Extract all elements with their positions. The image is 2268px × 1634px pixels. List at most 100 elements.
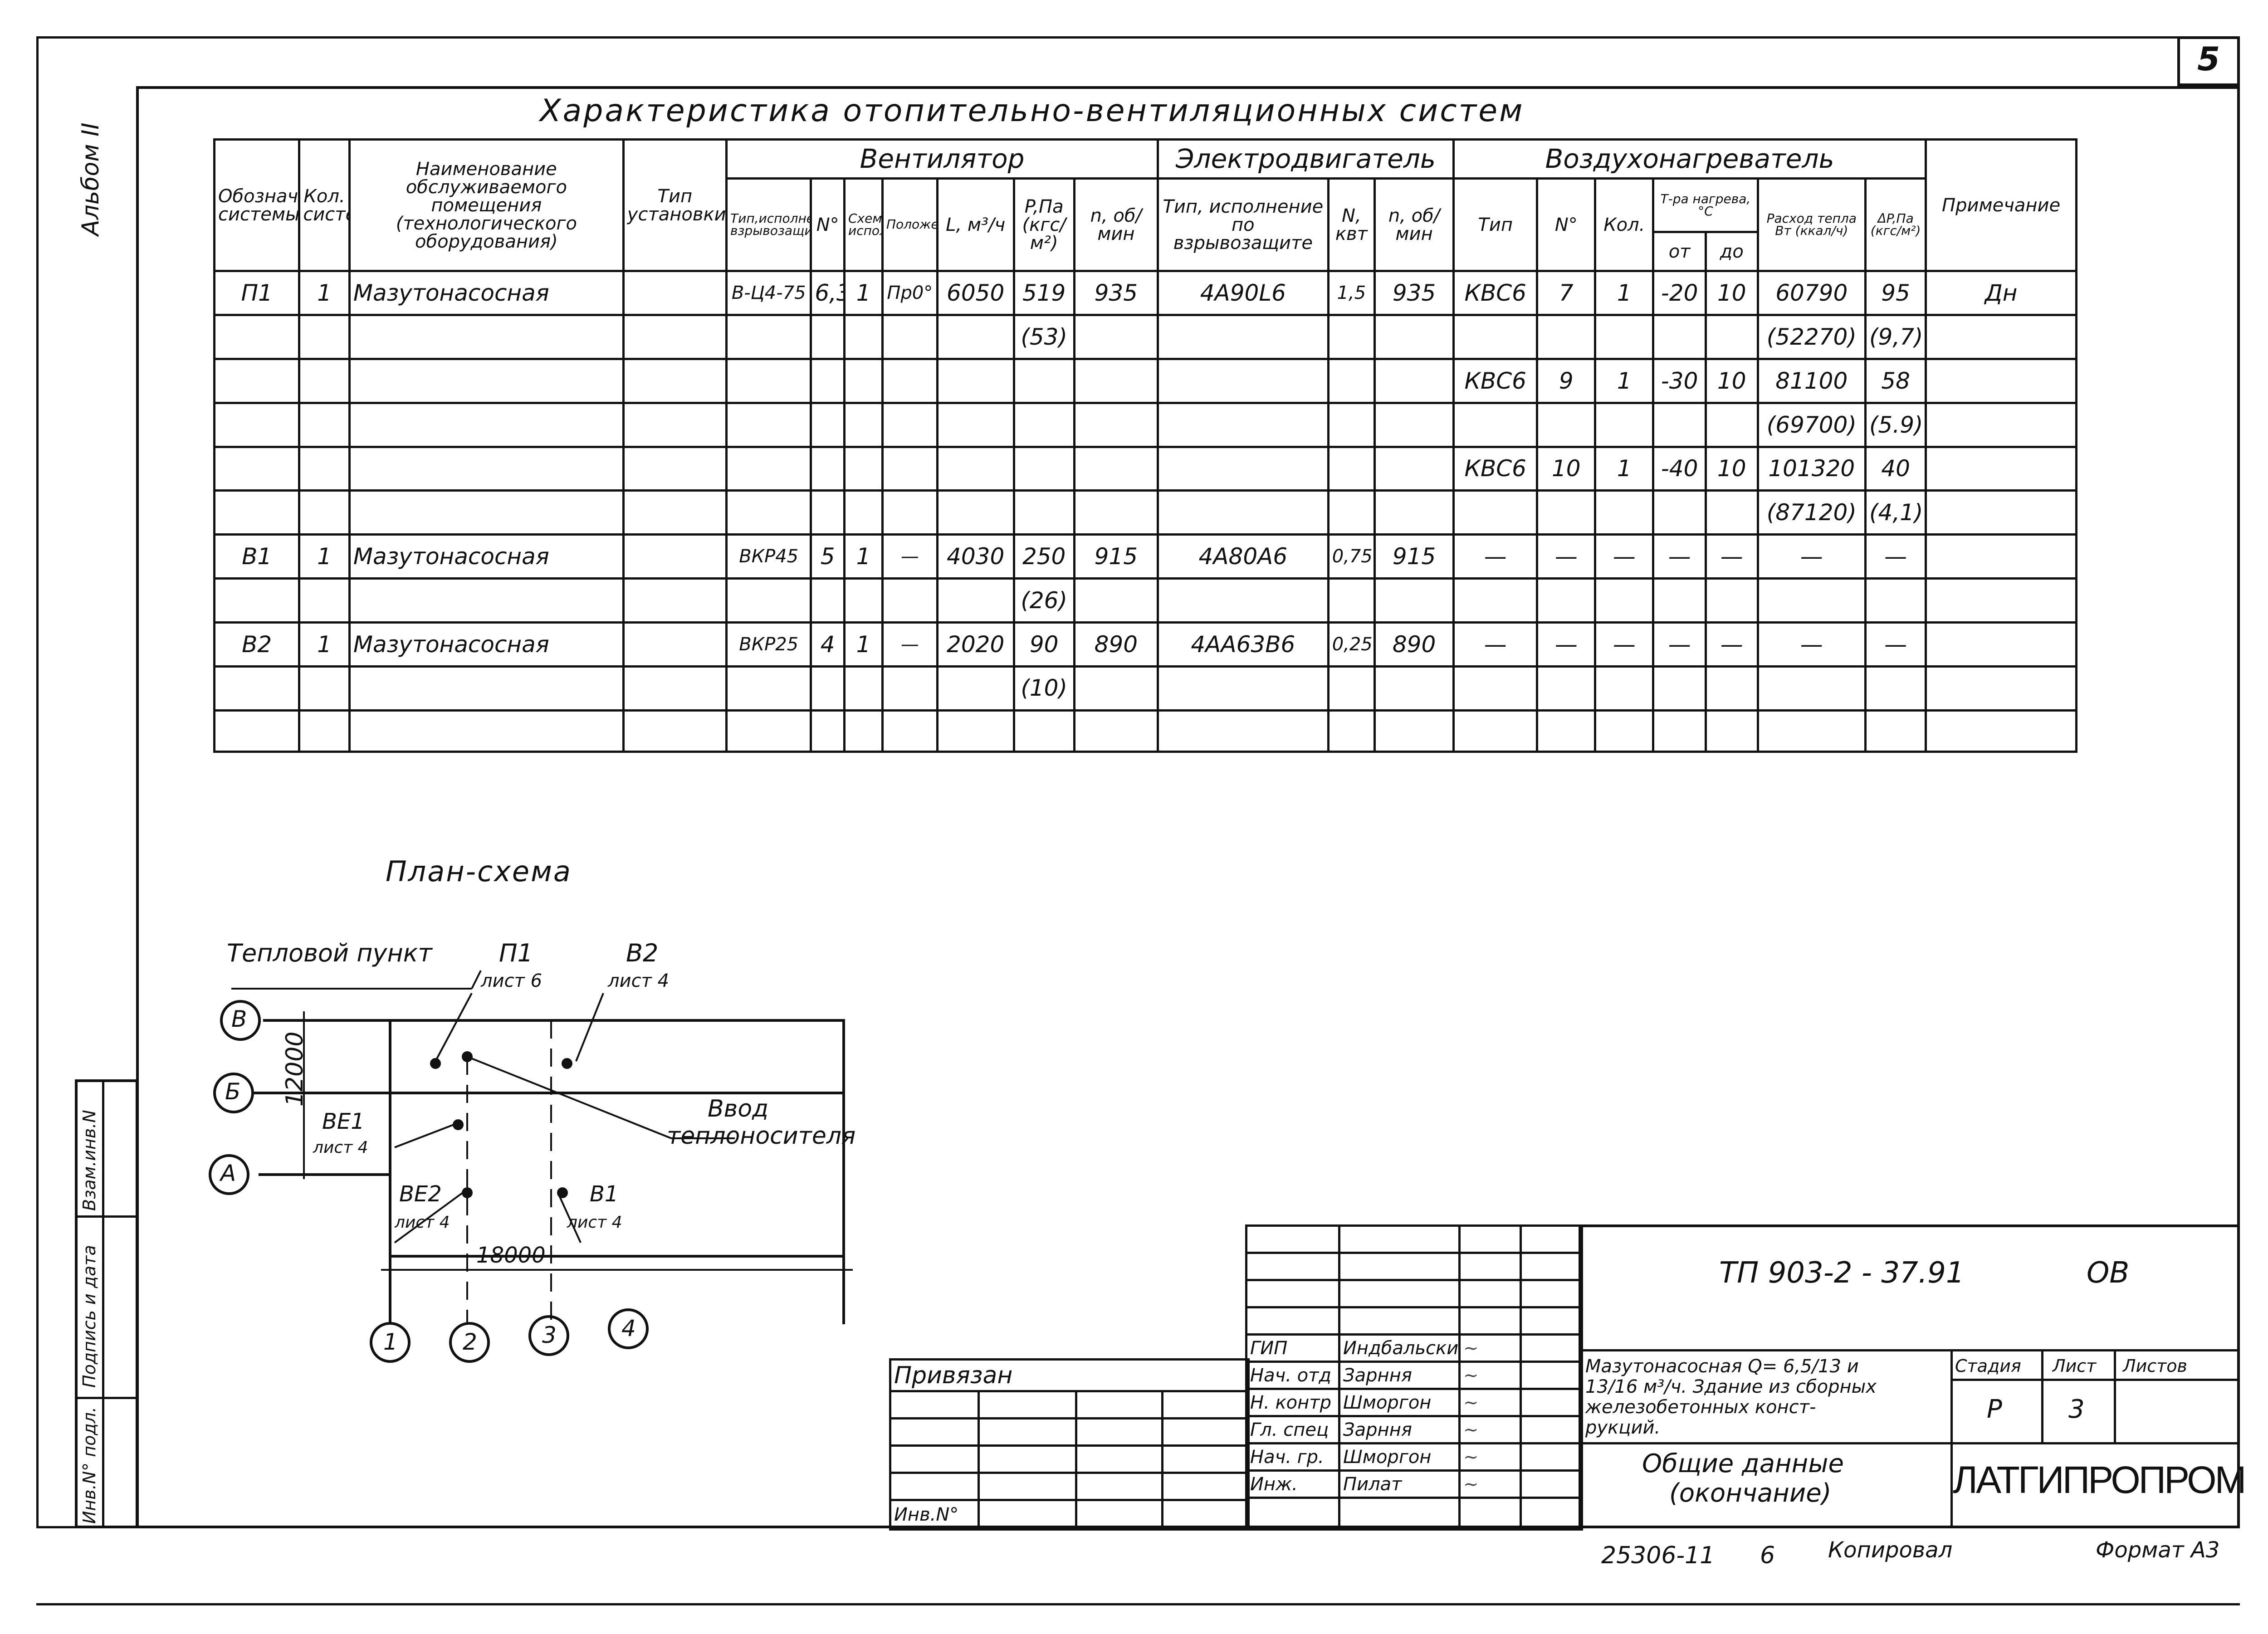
role-5: Инж. bbox=[1245, 1469, 1340, 1499]
cell-fan-n: 890 bbox=[1073, 621, 1159, 668]
cell-qty bbox=[298, 709, 351, 753]
cell-heat-flow: 101320 bbox=[1756, 445, 1867, 492]
left-strip-swap: Взам.инв.N bbox=[79, 1110, 99, 1211]
cell-name bbox=[348, 358, 625, 404]
cell-fan-type bbox=[725, 709, 812, 753]
cell-designation bbox=[213, 577, 301, 624]
b1-leader bbox=[557, 1192, 582, 1243]
hdr-heater-qty: Кол. bbox=[1594, 177, 1655, 273]
cell-heat-flow: 60790 bbox=[1756, 270, 1867, 317]
cell-fan-n bbox=[1073, 577, 1159, 624]
cell-note bbox=[1925, 533, 2077, 580]
cell-heater-no bbox=[1536, 709, 1597, 753]
left-strip bbox=[75, 1079, 138, 1528]
cell-motor-n bbox=[1374, 401, 1455, 448]
label-b1: В1 bbox=[590, 1181, 619, 1207]
cell-heat-flow: (52270) bbox=[1756, 314, 1867, 361]
cell-heater-type: КВС6 bbox=[1452, 358, 1539, 404]
cell-fan-no bbox=[810, 665, 846, 712]
cell-fan-scheme bbox=[843, 445, 884, 492]
cell-temp-to bbox=[1704, 709, 1759, 753]
dim-vertical: 12000 bbox=[281, 1031, 308, 1107]
cell-install-type bbox=[622, 665, 728, 712]
album-label: Альбом II bbox=[77, 122, 104, 236]
archive-no: 25306-11 bbox=[1601, 1542, 1715, 1569]
cell-heater-qty bbox=[1594, 401, 1655, 448]
cell-heater-qty bbox=[1594, 314, 1655, 361]
cell-heater-no bbox=[1536, 314, 1597, 361]
cell-fan-L bbox=[936, 489, 1015, 536]
cell-fan-n: 935 bbox=[1073, 270, 1159, 317]
role-2: Н. контр bbox=[1245, 1388, 1340, 1417]
cell-heater-no bbox=[1536, 401, 1597, 448]
hdr-qty: Кол. систем bbox=[298, 138, 351, 273]
axis-2-label: 2 bbox=[463, 1329, 477, 1355]
cell-fan-n bbox=[1073, 358, 1159, 404]
hdr-temp-to: до bbox=[1704, 231, 1759, 273]
cell-temp-to bbox=[1704, 401, 1759, 448]
cell-motor-type: 4АА63В6 bbox=[1157, 621, 1330, 668]
cell-fan-type: ВКР25 bbox=[725, 621, 812, 668]
cell-heater-type bbox=[1452, 577, 1539, 624]
hdr-fan-L: L, м³/ч bbox=[936, 177, 1015, 273]
cell-fan-P: (53) bbox=[1012, 314, 1075, 361]
cell-fan-P: 519 bbox=[1012, 270, 1075, 317]
cell-temp-from bbox=[1652, 577, 1707, 624]
cell-fan-pos: — bbox=[881, 533, 938, 580]
archive-sheet: 6 bbox=[1760, 1542, 1775, 1569]
hdr-heater-type: Тип bbox=[1452, 177, 1539, 273]
cell-motor-N bbox=[1327, 577, 1376, 624]
axis-1-bubble bbox=[370, 1322, 411, 1363]
cell-designation bbox=[213, 314, 301, 361]
cell-fan-P bbox=[1012, 358, 1075, 404]
cell-heater-type: КВС6 bbox=[1452, 270, 1539, 317]
cell-name bbox=[348, 401, 625, 448]
cell-fan-no bbox=[810, 489, 846, 536]
table-row: (69700)(5.9) bbox=[213, 401, 2077, 448]
cell-dp: (4,1) bbox=[1864, 489, 1927, 536]
cell-heater-type: — bbox=[1452, 621, 1539, 668]
role-1-name: Зарння bbox=[1338, 1361, 1461, 1390]
be1-leader bbox=[394, 1124, 454, 1148]
tb-left-grid: Привязан Инв.N° bbox=[889, 1358, 1250, 1531]
cell-fan-P: (26) bbox=[1012, 577, 1075, 624]
cell-note bbox=[1925, 709, 2077, 753]
cell-motor-N bbox=[1327, 314, 1376, 361]
cell-motor-type bbox=[1157, 445, 1330, 492]
cell-fan-scheme bbox=[843, 358, 884, 404]
cell-note bbox=[1925, 665, 2077, 712]
cell-fan-pos bbox=[881, 709, 938, 753]
doc-code: ТП 903-2 - 37.91 bbox=[1719, 1256, 1965, 1290]
cell-qty bbox=[298, 489, 351, 536]
hdr-motor-group: Электродвигатель bbox=[1157, 138, 1455, 180]
tb-stage-vsep-2 bbox=[2114, 1349, 2116, 1442]
cell-designation: В2 bbox=[213, 621, 301, 668]
cell-note bbox=[1925, 445, 2077, 492]
be1-point bbox=[453, 1119, 464, 1130]
tb-right-sep-2 bbox=[1579, 1442, 2240, 1444]
cell-fan-n bbox=[1073, 314, 1159, 361]
building-outline bbox=[389, 1019, 845, 1258]
cell-motor-N bbox=[1327, 358, 1376, 404]
cell-name bbox=[348, 445, 625, 492]
cell-name bbox=[348, 489, 625, 536]
hdr-fan-pos: Положение bbox=[881, 177, 938, 273]
left-strip-inv: Инв.N° подл. bbox=[79, 1407, 99, 1524]
cell-fan-pos: — bbox=[881, 621, 938, 668]
cell-fan-P bbox=[1012, 489, 1075, 536]
cell-dp bbox=[1864, 665, 1927, 712]
b2-point bbox=[562, 1058, 572, 1069]
cell-qty: 1 bbox=[298, 621, 351, 668]
cell-heater-qty bbox=[1594, 665, 1655, 712]
dim-horizontal: 18000 bbox=[476, 1243, 546, 1268]
be2-leader bbox=[394, 1192, 464, 1244]
hdr-temp-group: Т-ра нагрева,°С bbox=[1652, 177, 1759, 234]
cell-heater-no: — bbox=[1536, 621, 1597, 668]
main-title: Характеристика отопительно-вентиляционны… bbox=[540, 93, 1525, 129]
cell-fan-n: 915 bbox=[1073, 533, 1159, 580]
hdr-fan-no: N° bbox=[810, 177, 846, 273]
tb-stage-row-line bbox=[1950, 1379, 2240, 1381]
